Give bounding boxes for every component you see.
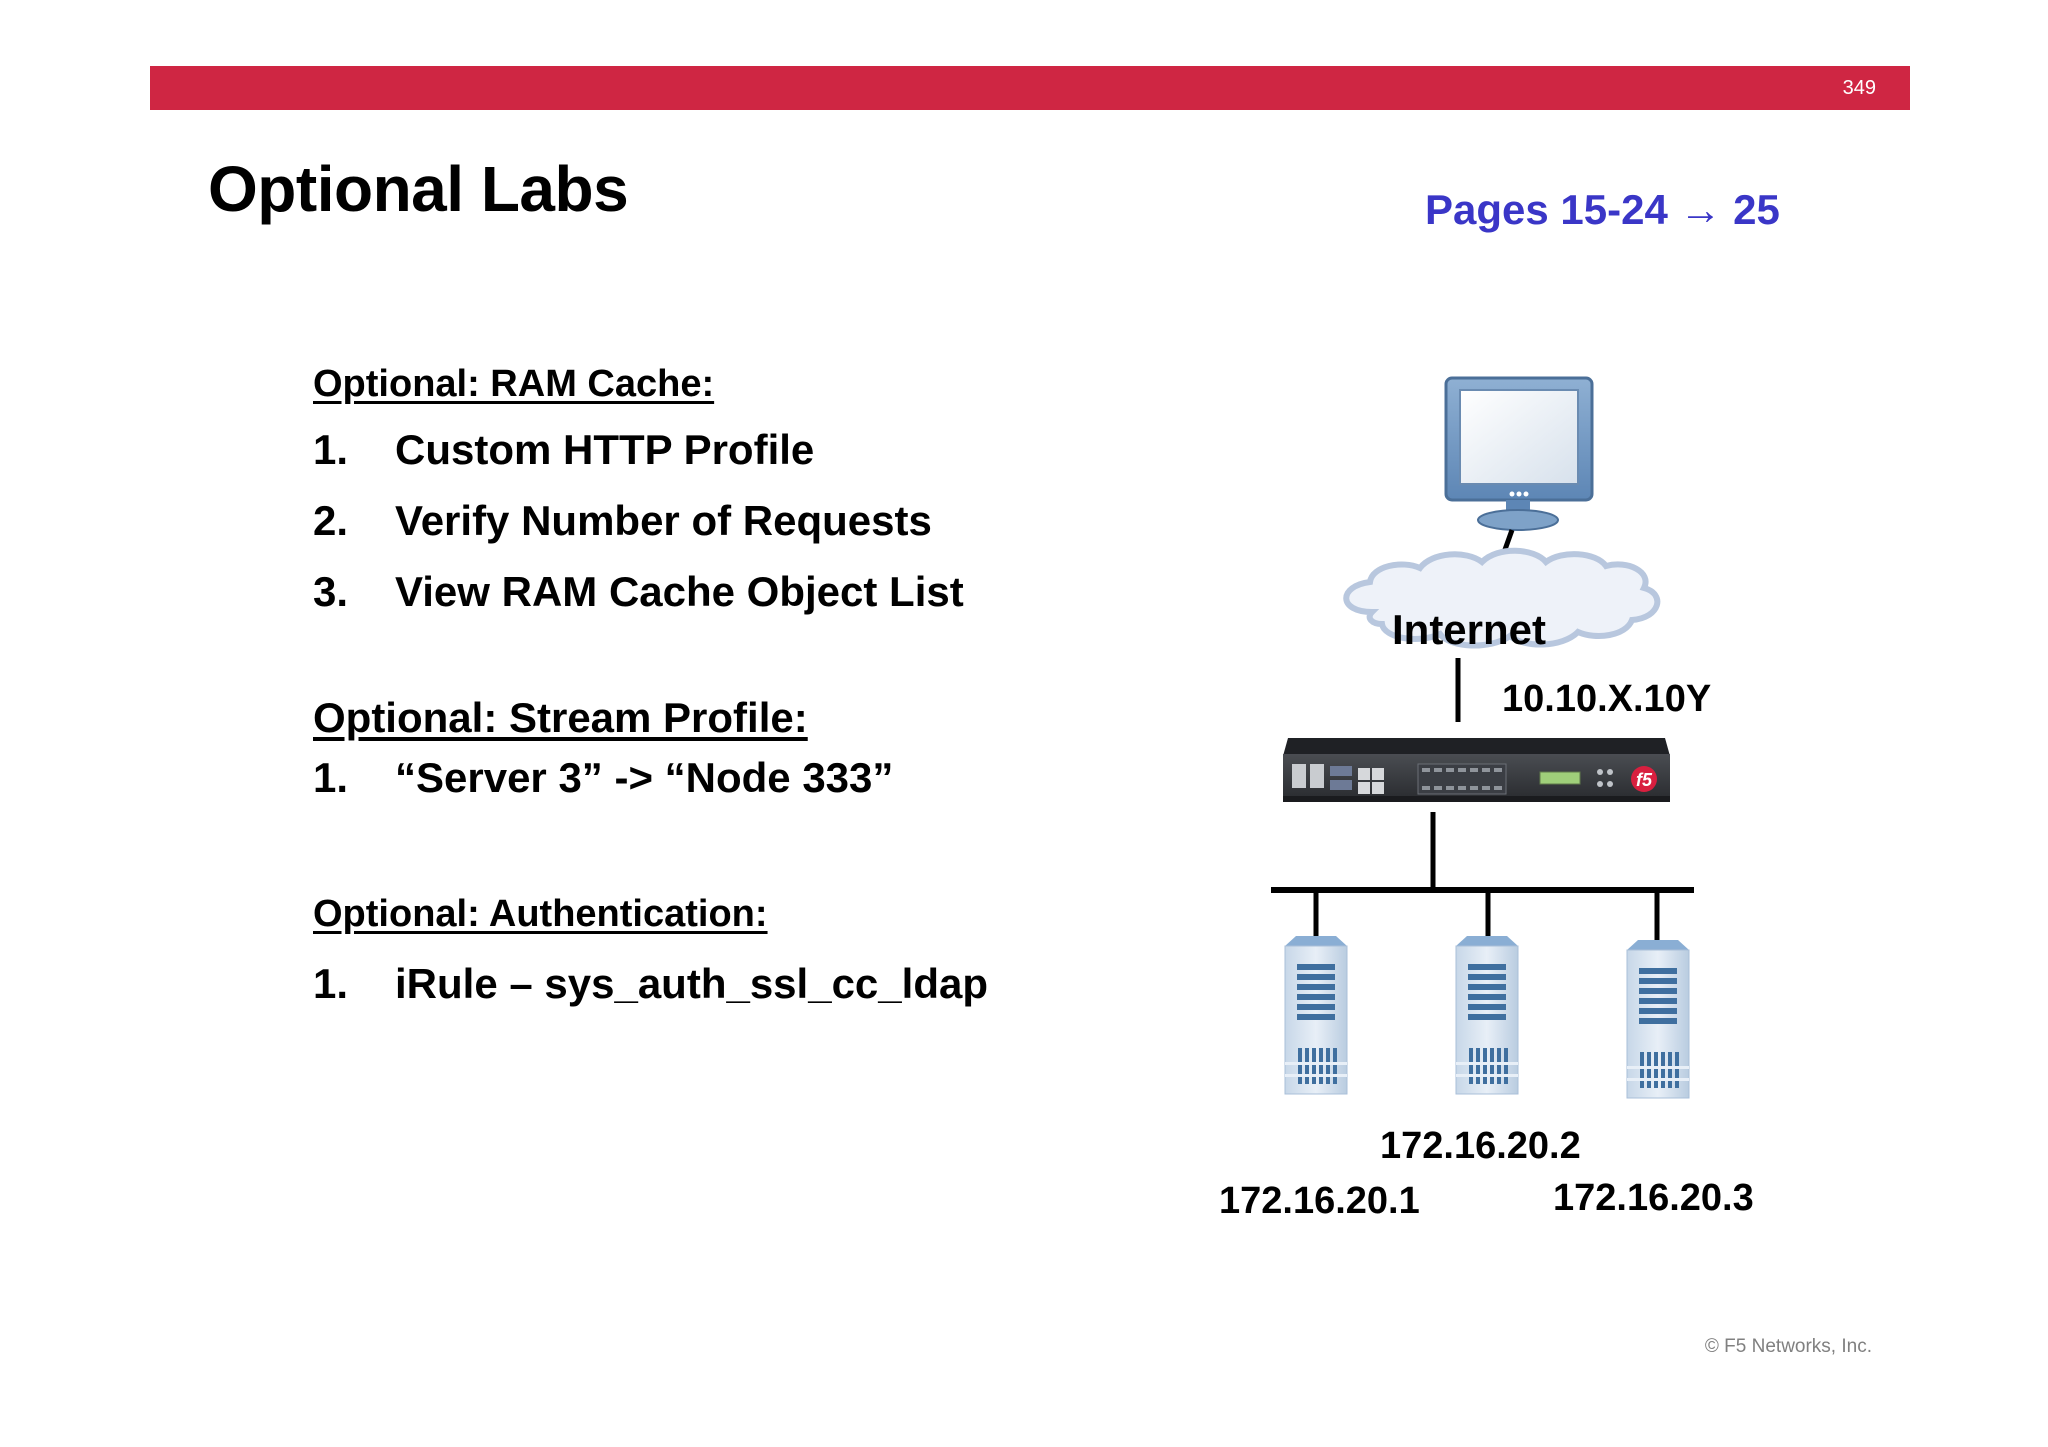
section-heading-ram-cache: Optional: RAM Cache:: [313, 363, 715, 405]
list-item-number: 3.: [313, 568, 349, 615]
slide-title: Optional Labs: [208, 153, 629, 225]
f5-bigip-appliance-icon: f5: [1283, 738, 1670, 802]
server-ip-label: 172.16.20.3: [1553, 1177, 1754, 1219]
pages-reference: Pages 15-24 → 25: [1425, 186, 1780, 233]
section-heading-authentication: Optional: Authentication:: [313, 893, 768, 935]
list-item-text: Custom HTTP Profile: [395, 426, 815, 473]
section-heading-stream-profile: Optional: Stream Profile:: [313, 694, 808, 741]
copyright-footer: © F5 Networks, Inc.: [1704, 1336, 1872, 1357]
list-item-number: 1.: [313, 754, 349, 801]
external-ip-label: 10.10.X.10Y: [1502, 678, 1712, 720]
list-item-text: Verify Number of Requests: [395, 497, 932, 544]
list-item-text: iRule – sys_auth_ssl_cc_ldap: [395, 960, 988, 1007]
page-number: 349: [1842, 77, 1876, 99]
server-ip-label: 172.16.20.1: [1219, 1180, 1420, 1222]
f5-logo-text: f5: [1636, 770, 1653, 790]
list-item-text: “Server 3” -> “Node 333”: [395, 754, 894, 801]
internet-label: Internet: [1392, 606, 1547, 653]
list-item-number: 1.: [313, 426, 349, 473]
server-icon: [1626, 940, 1690, 1099]
server-icon: [1284, 936, 1348, 1095]
list-item-number: 2.: [313, 497, 349, 544]
server-ip-label: 172.16.20.2: [1380, 1125, 1581, 1167]
header-bar: 349: [150, 66, 1910, 110]
list-item-text: View RAM Cache Object List: [395, 568, 964, 615]
server-icon: [1455, 936, 1519, 1095]
client-monitor-icon: [1444, 376, 1594, 531]
list-item-number: 1.: [313, 960, 349, 1007]
internet-cloud-icon: [1343, 547, 1661, 649]
